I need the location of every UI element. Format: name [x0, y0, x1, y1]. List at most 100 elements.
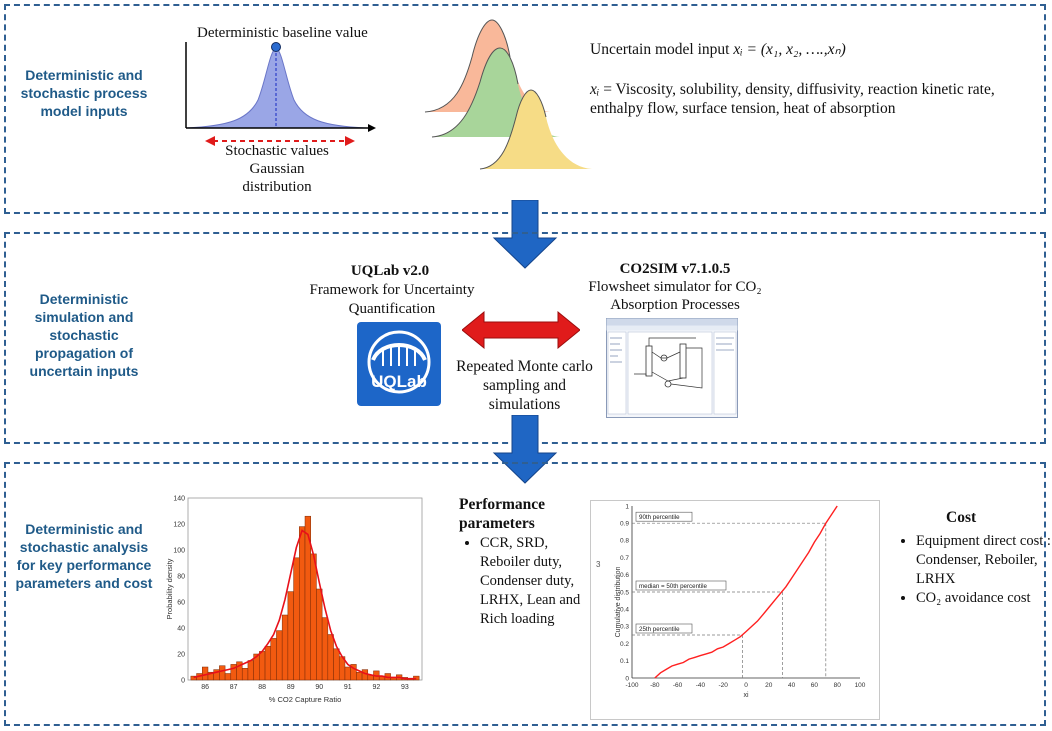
stochastic-range-arrow	[205, 136, 355, 146]
cost-item: Equipment direct cost : Condenser, Reboi…	[916, 532, 1052, 589]
uqlab-logo-icon	[367, 330, 431, 394]
x-tick-label: 90	[315, 684, 323, 691]
baseline-gaussian-plot	[185, 42, 376, 132]
histogram-bar	[293, 557, 300, 681]
uqlab-logo: UQLab	[357, 322, 441, 406]
histogram-bar	[264, 645, 272, 681]
xi-description-text: = Viscosity, solubility, density, diffus…	[590, 81, 995, 117]
y-tick-label: 140	[173, 496, 185, 503]
y-tick-label: 0	[625, 675, 629, 682]
coupling-double-arrow	[462, 310, 580, 350]
histogram-bar	[299, 526, 306, 681]
x-tick-label: 60	[811, 682, 819, 689]
stage-2-label: Deterministic simulation and stochastic …	[29, 291, 139, 379]
histogram-bar	[287, 591, 294, 681]
y-tick-label: 40	[177, 626, 185, 633]
cdf-line	[654, 505, 838, 679]
co2sim-screenshot	[606, 318, 738, 418]
median-label-box	[635, 580, 727, 591]
down-arrow-2	[492, 415, 558, 484]
y-tick-label: 0.6	[620, 572, 629, 579]
stage-1-label: Deterministic and stochastic process mod…	[20, 67, 148, 119]
y-tick-label: 0.2	[620, 641, 629, 648]
histogram-bar	[310, 553, 317, 681]
histogram-bar	[202, 666, 209, 681]
x-tick-label: 91	[344, 684, 352, 691]
p25-label: 25th percentile	[639, 626, 680, 633]
y-axis-label: Probability density	[165, 558, 174, 619]
stochastic-label-2: Gaussian	[249, 161, 305, 177]
x-axis-label: xi	[743, 692, 749, 699]
histogram-bar	[333, 648, 340, 681]
co2sim-subtitle-1: Flowsheet simulator for CO₂	[588, 279, 762, 295]
x-tick-label: 88	[258, 684, 266, 691]
x-tick-label: 87	[230, 684, 238, 691]
x-tick-label: -20	[718, 682, 728, 689]
stray-label: 3	[596, 560, 601, 569]
y-tick-label: 0	[181, 678, 185, 685]
x-tick-label: 86	[201, 684, 209, 691]
y-tick-label: 0.3	[620, 624, 629, 631]
x-tick-label: -40	[696, 682, 706, 689]
chart-border	[590, 500, 880, 720]
x-tick-label: 80	[834, 682, 842, 689]
baseline-label: Deterministic baseline value	[197, 25, 368, 41]
monte-carlo-text: Repeated Monte carlo sampling and simula…	[456, 358, 593, 413]
histogram-bar	[356, 671, 363, 681]
histogram-bar	[361, 669, 369, 681]
xi-symbol: xᵢ	[590, 81, 600, 98]
x-tick-label: 40	[788, 682, 796, 689]
fit-curve	[193, 529, 417, 680]
y-axis-label: Cumulative distribution	[615, 566, 622, 637]
x-tick-label: 89	[287, 684, 295, 691]
histogram-bar	[259, 651, 266, 681]
co2sim-subtitle-2: Absorption Processes	[610, 297, 740, 313]
y-tick-label: 0.9	[620, 521, 629, 528]
y-tick-label: 0.7	[620, 555, 629, 562]
y-tick-label: 120	[173, 522, 185, 529]
y-tick-label: 100	[173, 548, 185, 555]
x-tick-label: 93	[401, 684, 409, 691]
p25-label-box	[635, 623, 693, 634]
uqlab-logo-text: UQLab	[371, 372, 427, 391]
cost-title: Cost	[946, 509, 977, 526]
y-tick-label: 0.4	[620, 607, 629, 614]
y-tick-label: 0.1	[620, 658, 629, 665]
down-arrow-1	[492, 200, 558, 269]
y-tick-label: 20	[177, 652, 185, 659]
p90-label-box	[635, 511, 693, 522]
y-tick-label: 1	[625, 503, 629, 510]
x-tick-label: -80	[650, 682, 660, 689]
histogram-bar	[219, 665, 226, 681]
baseline-point	[271, 42, 281, 52]
uncertain-input-line: Uncertain model input xᵢ = (x₁, x₂, ….,x…	[590, 40, 846, 59]
uqlab-subtitle: Framework for Uncertainty Quantification	[309, 282, 475, 317]
histogram-bar	[241, 668, 249, 681]
histogram-bar	[344, 666, 351, 681]
histogram-bar	[321, 617, 329, 681]
cost-list: Equipment direct cost : Condenser, Reboi…	[898, 532, 1052, 608]
uncertain-input-text: Uncertain model input	[590, 41, 730, 58]
stochastic-label-1: Stochastic values	[225, 143, 329, 159]
yellow-distribution	[480, 90, 592, 169]
x-tick-label: -100	[625, 682, 638, 689]
histogram-bar	[281, 614, 289, 681]
x-tick-label: 92	[372, 684, 380, 691]
performance-item: CCR, SRD, Reboiler duty, Condenser duty,…	[480, 534, 590, 629]
p90-label: 90th percentile	[639, 514, 680, 521]
performance-list: CCR, SRD, Reboiler duty, Condenser duty,…	[462, 534, 590, 629]
stage-3-label: Deterministic and stochastic analysis fo…	[15, 521, 153, 591]
x-tick-label: 20	[765, 682, 773, 689]
x-tick-label: 0	[744, 682, 748, 689]
co2sim-title: CO2SIM v7.1.0.5	[619, 261, 731, 277]
stage-3-panel	[4, 462, 1046, 726]
cost-item: CO₂ avoidance cost	[916, 589, 1052, 608]
histogram-bar	[327, 634, 334, 681]
histogram-bar	[247, 660, 254, 681]
x-axis-label: % CO2 Capture Ratio	[269, 695, 342, 704]
histogram-bar	[224, 673, 232, 681]
histogram-bar	[276, 630, 283, 681]
uqlab-title: UQLab v2.0	[350, 263, 430, 279]
